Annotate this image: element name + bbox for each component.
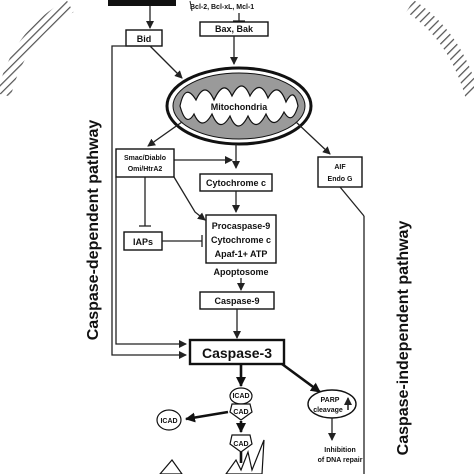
apoptosome-complex-box bbox=[205, 214, 277, 264]
parp-label: PARP bbox=[321, 397, 340, 404]
bid-label: Bid bbox=[137, 34, 152, 44]
cell-membrane-left bbox=[0, 0, 74, 97]
cell-membrane-right bbox=[406, 0, 474, 97]
bcl2-family-label: Bcl-2, Bcl-xL, Mcl-1 bbox=[190, 4, 254, 11]
icad-free bbox=[156, 409, 182, 431]
cad-free-label: CAD bbox=[233, 441, 248, 448]
caspase-dependent-label: Caspase-dependent pathway bbox=[85, 120, 102, 341]
mitochondria-label: Mitochondria bbox=[211, 102, 268, 112]
procaspase9-label: Procaspase-9 bbox=[212, 221, 271, 231]
cytochrome-c-complex-label: Cytochrome c bbox=[211, 235, 271, 245]
cad-complex-label: CAD bbox=[233, 409, 248, 416]
apoptosome-label: Apoptosome bbox=[214, 267, 269, 277]
caspase3-label: Caspase-3 bbox=[202, 345, 272, 361]
aif-label: AIF bbox=[334, 164, 346, 171]
death-receptor-block bbox=[108, 0, 176, 6]
caspase9-label: Caspase-9 bbox=[214, 296, 259, 306]
inhibition-label: Inhibition bbox=[324, 447, 356, 454]
cad-free bbox=[229, 434, 253, 453]
cytochrome-c-label: Cytochrome c bbox=[206, 178, 266, 188]
omi-label: Omi/HtrA2 bbox=[128, 166, 163, 173]
caspase-independent-label: Caspase-independent pathway bbox=[395, 221, 412, 456]
icad-cad-complex: ICAD CAD bbox=[229, 387, 253, 421]
icad-complex-label: ICAD bbox=[232, 393, 249, 400]
caspase3-box bbox=[188, 338, 286, 366]
endog-label: Endo G bbox=[328, 176, 353, 183]
bax-bak-label: Bax, Bak bbox=[215, 24, 254, 34]
dna-fragmentation-burst bbox=[159, 439, 265, 474]
dna-repair-label: of DNA repair bbox=[318, 457, 363, 464]
smac-label: Smac/Diablo bbox=[124, 155, 166, 162]
mitochondria-organelle bbox=[165, 66, 313, 146]
icad-free-label: ICAD bbox=[160, 418, 177, 425]
parp-cleavage-label: cleavage bbox=[313, 407, 343, 414]
aif-endog-box bbox=[317, 156, 363, 188]
apaf1-atp-label: Apaf-1+ ATP bbox=[215, 249, 268, 259]
smac-omi-box bbox=[115, 148, 175, 178]
iaps-label: IAPs bbox=[133, 237, 153, 247]
